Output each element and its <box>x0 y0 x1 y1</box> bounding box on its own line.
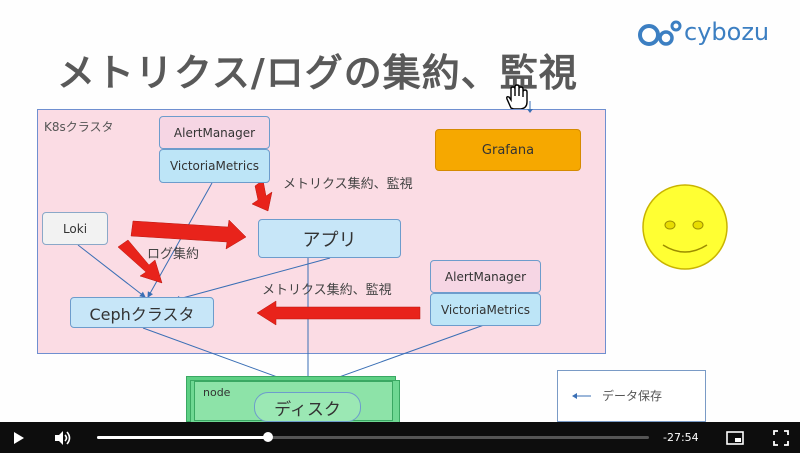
smiley-face-icon <box>642 184 728 270</box>
label-log: ログ集約 <box>147 247 200 262</box>
progress-thumb[interactable] <box>263 432 274 442</box>
logo-icon <box>638 20 682 46</box>
red-arrow-vm-to-app <box>251 179 273 212</box>
progress-fill <box>97 436 269 439</box>
play-button[interactable] <box>6 422 30 453</box>
video-controls: -27:54 <box>0 422 800 453</box>
connector-vm-disk <box>313 324 485 388</box>
slide-title: メトリクス/ログの集約、監視 <box>57 51 578 95</box>
grafana-box: Grafana <box>435 129 581 171</box>
victoriametrics-right: VictoriaMetrics <box>430 293 541 326</box>
fullscreen-icon <box>773 429 789 446</box>
ceph-cluster-box: Cephクラスタ <box>70 297 214 328</box>
legend-arrow-icon <box>572 393 591 399</box>
alertmanager-top: AlertManager <box>159 116 270 149</box>
hand-cursor-icon <box>506 84 528 110</box>
slide: メトリクス/ログの集約、監視 cybozu K8sクラスタ <box>37 16 787 426</box>
alertmanager-right: AlertManager <box>430 260 541 293</box>
progress-bar[interactable] <box>97 432 649 442</box>
red-arrow-log-to-ceph <box>117 239 163 284</box>
cluster-label: K8sクラスタ <box>44 120 114 134</box>
label-metrics-mid: メトリクス集約、監視 <box>262 283 392 298</box>
victoriametrics-top: VictoriaMetrics <box>159 149 270 183</box>
cursor-tail-arrow <box>527 109 533 113</box>
label-metrics-top: メトリクス集約、監視 <box>283 177 413 192</box>
play-icon <box>14 431 24 444</box>
app-box: アプリ <box>258 219 401 258</box>
logo-text: cybozu <box>684 18 770 46</box>
connector-loki-ceph <box>77 244 146 298</box>
legend-box: データ保存 <box>557 370 706 422</box>
fullscreen-button[interactable] <box>768 422 794 453</box>
connector-app-ceph <box>174 257 331 302</box>
legend-text: データ保存 <box>602 389 663 403</box>
pip-button[interactable] <box>722 422 748 453</box>
red-arrow-loki-to-app <box>130 219 247 250</box>
red-arrow-vm-to-ceph <box>256 300 421 326</box>
diagram-connectors <box>77 101 533 388</box>
cybozu-logo: cybozu <box>637 16 787 50</box>
volume-button[interactable] <box>50 422 76 453</box>
disk-cylinder: ディスク <box>254 392 361 422</box>
time-remaining: -27:54 <box>663 431 699 444</box>
pip-icon <box>726 430 744 445</box>
volume-icon <box>55 430 71 445</box>
loki-box: Loki <box>42 212 108 245</box>
node-label: node <box>203 386 231 399</box>
